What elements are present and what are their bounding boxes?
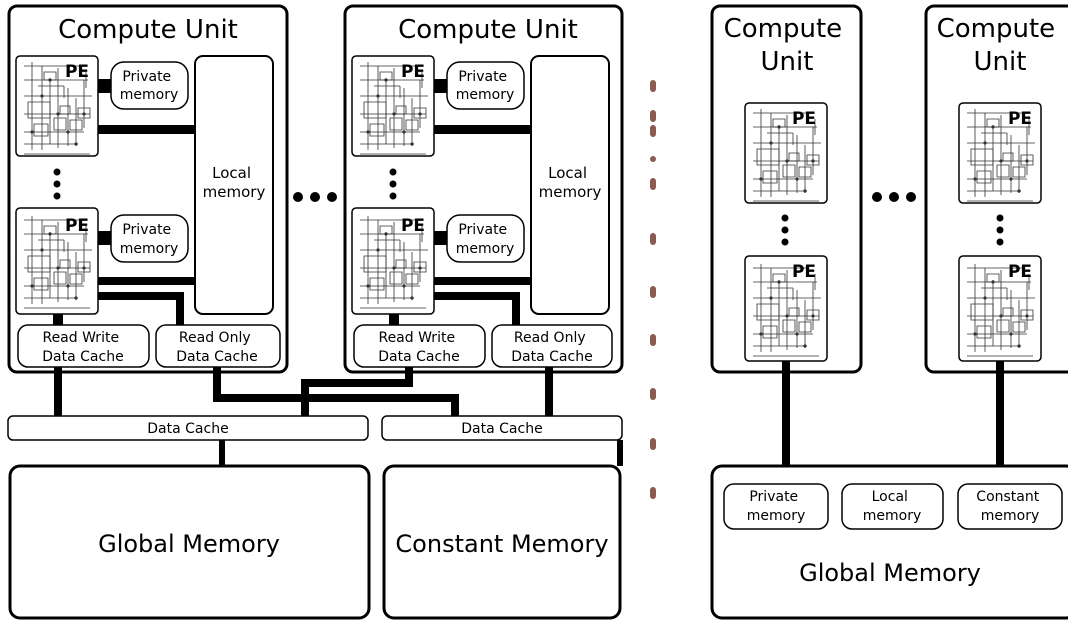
pe-label: PE bbox=[65, 216, 89, 236]
compute-unit-a: Compute Unit PE PE bbox=[710, 4, 863, 374]
compute-unit-1: Compute Unit Local memory PE Private mem… bbox=[7, 4, 289, 374]
local-memory-box bbox=[841, 483, 944, 530]
pe-private-link bbox=[98, 231, 112, 245]
pe-ro-cache-link bbox=[98, 292, 184, 325]
pe-rw-cache-link bbox=[53, 314, 63, 326]
ellipsis-dots-icon bbox=[996, 214, 1004, 246]
compute-unit-1-title: Compute Unit bbox=[58, 15, 238, 45]
ellipsis-dots-icon bbox=[293, 192, 337, 202]
cache-global-link bbox=[219, 440, 225, 466]
pe-private-link bbox=[434, 231, 448, 245]
ellipsis-dots-icon bbox=[53, 168, 61, 200]
pe-box bbox=[351, 55, 435, 157]
separator-dots bbox=[650, 80, 656, 499]
ro-cache-label: Read Only Data Cache bbox=[176, 330, 257, 365]
compute-unit-b: Compute Unit PE PE bbox=[924, 4, 1068, 374]
compute-unit-2: Compute Unit Local memory PE Private mem… bbox=[343, 4, 624, 374]
cu-b-global-link bbox=[996, 361, 1004, 466]
constant-memory-box bbox=[957, 483, 1063, 530]
pe-label: PE bbox=[65, 62, 89, 82]
global-memory-right: Private memory Local memory Constant mem… bbox=[710, 464, 1068, 620]
data-cache-1-box bbox=[7, 415, 369, 441]
pe-top: PE bbox=[15, 55, 99, 157]
pe-bottom: PE bbox=[744, 255, 828, 362]
pe-bottom: PE bbox=[351, 207, 435, 315]
pe-bottom: PE bbox=[958, 255, 1042, 362]
private-memory-box bbox=[723, 483, 829, 530]
ro-cache-label: Read Only Data Cache bbox=[511, 330, 592, 365]
ellipsis-dots-icon bbox=[872, 192, 916, 202]
pe-label: PE bbox=[1008, 262, 1032, 282]
private-memory-label: Private memory bbox=[456, 222, 515, 257]
private-memory-box bbox=[446, 214, 525, 263]
pe-top: PE bbox=[351, 55, 435, 157]
pe-local-link bbox=[434, 277, 531, 285]
private-memory-box bbox=[110, 214, 189, 263]
pe-bottom: PE bbox=[15, 207, 99, 315]
private-memory-box bbox=[110, 61, 189, 110]
pe-rw-cache-link bbox=[389, 314, 399, 326]
pe-box bbox=[744, 102, 828, 204]
constant-memory-label: Constant Memory bbox=[395, 530, 608, 558]
rw-cache-box bbox=[353, 324, 486, 368]
rw-cache-box bbox=[17, 324, 150, 368]
rw-cache-label: Read Write Data Cache bbox=[378, 330, 459, 365]
pe-private-link bbox=[434, 79, 448, 93]
pe-top: PE bbox=[744, 102, 828, 204]
private-memory-label: Private memory bbox=[120, 222, 179, 257]
pe-label: PE bbox=[401, 216, 425, 236]
local-memory-box bbox=[530, 55, 610, 315]
pe-local-link bbox=[98, 277, 195, 285]
local-memory-label: Local memory bbox=[539, 164, 602, 201]
compute-unit-2-title: Compute Unit bbox=[398, 15, 578, 45]
data-cache-1-label: Data Cache bbox=[147, 421, 228, 437]
pe-label: PE bbox=[1008, 109, 1032, 129]
ellipsis-dots-icon bbox=[389, 168, 397, 200]
constant-memory-box bbox=[382, 464, 622, 620]
cache-constant-link bbox=[617, 440, 623, 466]
private-memory-label: Private memory bbox=[120, 69, 179, 103]
pe-label: PE bbox=[401, 62, 425, 82]
pe-top: PE bbox=[958, 102, 1042, 204]
data-cache-2-label: Data Cache bbox=[461, 421, 542, 437]
constant-memory-label: Constant memory bbox=[976, 489, 1043, 524]
cu-a-global-link bbox=[782, 361, 790, 466]
private-memory-label: Private memory bbox=[456, 69, 515, 103]
pe-label: PE bbox=[792, 262, 816, 282]
pe-label: PE bbox=[792, 109, 816, 129]
pe-box bbox=[15, 55, 99, 157]
compute-unit-a-title: Compute Unit bbox=[724, 14, 851, 77]
compute-unit-b-title: Compute Unit bbox=[937, 14, 1064, 77]
local-memory-label: Local memory bbox=[203, 164, 266, 201]
ellipsis-dots-icon bbox=[781, 214, 789, 246]
data-cache-2-box bbox=[381, 415, 623, 441]
local-memory-label: Local memory bbox=[863, 489, 922, 524]
pe-private-link bbox=[98, 79, 112, 93]
pe-local-link bbox=[98, 125, 195, 134]
global-memory-box bbox=[8, 464, 371, 620]
global-memory-label: Global Memory bbox=[98, 530, 280, 558]
cache-interconnect bbox=[54, 367, 553, 416]
pe-local-link bbox=[434, 125, 531, 134]
pe-box bbox=[958, 102, 1042, 204]
local-memory-box bbox=[194, 55, 274, 315]
private-memory-label: Private memory bbox=[747, 489, 806, 524]
global-memory-right-label: Global Memory bbox=[799, 559, 981, 587]
pe-ro-cache-link bbox=[434, 292, 520, 325]
rw-cache-label: Read Write Data Cache bbox=[42, 330, 123, 365]
private-memory-box bbox=[446, 61, 525, 110]
